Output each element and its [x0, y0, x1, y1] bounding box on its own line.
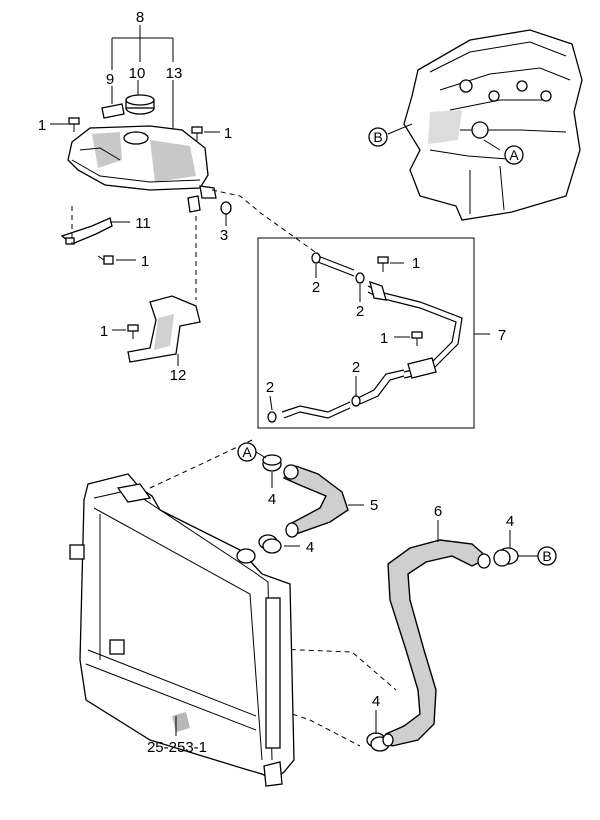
svg-text:A: A: [509, 147, 519, 163]
label-4a: 4: [268, 491, 276, 508]
bolt-1d: [112, 324, 139, 339]
item-9-plate: [101, 103, 125, 119]
label-6: 6: [434, 503, 442, 520]
svg-text:A: A: [242, 444, 252, 460]
label-11: 11: [135, 215, 151, 232]
label-13: 13: [166, 65, 183, 82]
bolt-1a: [50, 117, 80, 132]
label-ref-25-253-1: 25-253-1: [147, 739, 207, 756]
leader-group-8: [111, 25, 174, 140]
label-4c: 4: [506, 513, 514, 530]
clamp-4c: [493, 530, 519, 567]
item-7-box: [257, 237, 475, 429]
item-7-pipe-assembly: [267, 252, 463, 423]
bolt-1e: [377, 256, 404, 272]
reservoir-tank: [67, 125, 217, 213]
label-12: 12: [170, 367, 187, 384]
label-2d: 2: [266, 379, 274, 396]
bolt-1c: [97, 255, 136, 265]
item-11-bracket: [60, 217, 130, 245]
marker-b-top: B: [368, 127, 388, 147]
label-1c: 1: [141, 253, 149, 270]
label-9: 9: [106, 71, 114, 88]
label-1d: 1: [100, 323, 108, 340]
label-3: 3: [220, 227, 228, 244]
label-1e: 1: [412, 255, 420, 272]
item-10-cap: [125, 94, 155, 115]
item-6-hose: [382, 520, 491, 747]
engine-block: [387, 29, 583, 221]
label-4b: 4: [306, 539, 314, 556]
item-12-bracket: [127, 295, 201, 366]
label-1f: 1: [380, 330, 388, 347]
label-8: 8: [136, 9, 144, 26]
clamp-4b: [258, 534, 300, 554]
svg-text:B: B: [542, 548, 551, 564]
marker-b-hose: B: [537, 546, 557, 566]
label-1a: 1: [38, 117, 46, 134]
radiator: [69, 473, 295, 787]
clamp-4a: [262, 454, 282, 488]
item-3-ring: [220, 201, 232, 215]
marker-a-hose: A: [237, 442, 257, 462]
marker-a-top: A: [504, 145, 524, 165]
item-5-hose: [282, 464, 364, 538]
label-4d: 4: [372, 693, 380, 710]
label-2b: 2: [356, 303, 364, 320]
label-2c: 2: [352, 359, 360, 376]
bolt-1b: [191, 126, 220, 141]
label-10: 10: [129, 65, 146, 82]
svg-text:B: B: [373, 129, 382, 145]
bolt-1f: [394, 331, 423, 346]
label-5: 5: [370, 497, 378, 514]
label-2a: 2: [312, 279, 320, 296]
label-7: 7: [498, 327, 506, 344]
label-1b: 1: [224, 125, 232, 142]
